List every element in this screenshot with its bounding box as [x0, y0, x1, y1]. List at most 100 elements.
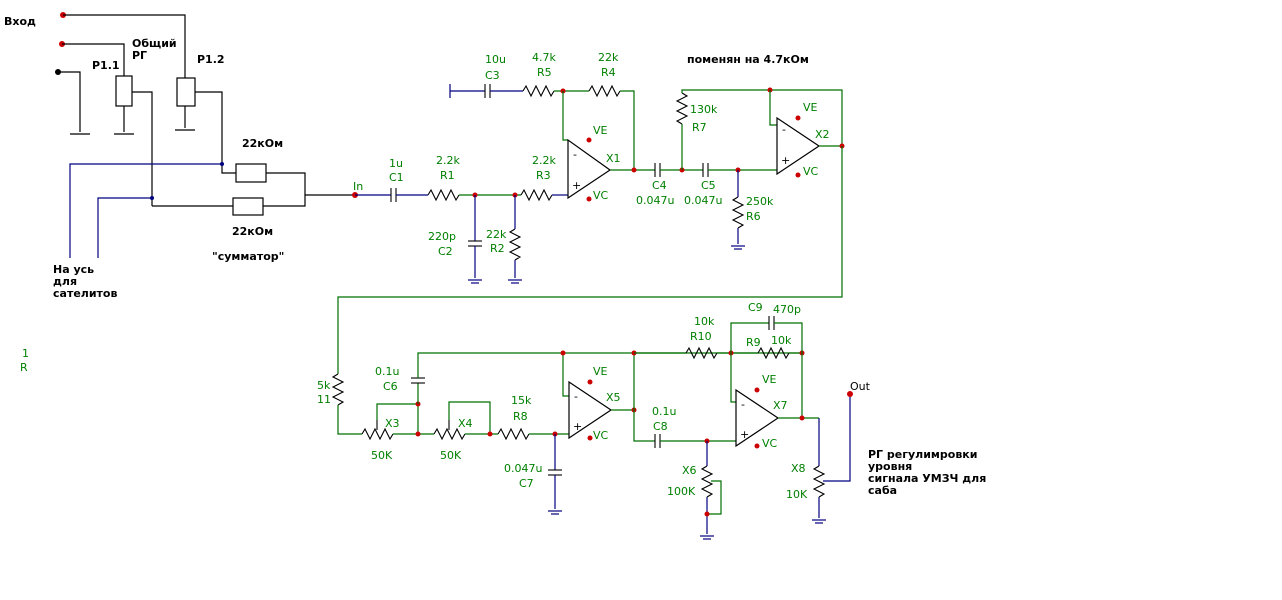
rg-note-line-2: уровня [868, 460, 912, 473]
svg-text:0.1u: 0.1u [375, 365, 399, 378]
r1-resistor [427, 188, 460, 202]
svg-text:250k: 250k [746, 195, 774, 208]
svg-text:VC: VC [803, 165, 819, 178]
svg-text:-: - [574, 390, 578, 403]
svg-text:+: + [740, 428, 749, 441]
svg-text:VE: VE [593, 124, 608, 137]
svg-text:X8: X8 [791, 462, 806, 475]
svg-text:470p: 470p [773, 303, 801, 316]
r22k-top-label: 22кОм [242, 137, 283, 150]
p11-label: P1.1 [92, 59, 120, 72]
svg-text:-: - [782, 123, 786, 136]
svg-text:X1: X1 [606, 152, 621, 165]
svg-text:C3: C3 [485, 69, 500, 82]
svg-text:1u: 1u [389, 157, 403, 170]
svg-text:22k: 22k [486, 228, 507, 241]
svg-text:220p: 220p [428, 230, 456, 243]
svg-text:VE: VE [762, 373, 777, 386]
svg-text:10k: 10k [694, 315, 715, 328]
svg-text:C4: C4 [652, 179, 667, 192]
x5-opamp [568, 380, 613, 440]
svg-text:5k: 5k [317, 379, 331, 392]
svg-text:VC: VC [593, 189, 609, 202]
r7-resistor [675, 92, 689, 125]
rg-note-line-4: саба [868, 484, 897, 497]
svg-text:0.047u: 0.047u [504, 462, 542, 475]
svg-text:C2: C2 [438, 245, 453, 258]
r11-resistor [331, 373, 345, 406]
svg-text:X2: X2 [815, 128, 830, 141]
satellite-label-3: сателитов [53, 287, 117, 300]
r4-note: поменян на 4.7кОм [687, 53, 809, 66]
svg-text:+: + [572, 179, 581, 192]
summator-label: "сумматор" [212, 250, 284, 263]
svg-text:10k: 10k [771, 334, 792, 347]
stage1: In 1u C1 2.2k R1 220p C2 22k R2 [352, 51, 809, 284]
svg-text:+: + [573, 420, 582, 433]
svg-text:R4: R4 [601, 66, 616, 79]
wire-input-p12 [63, 14, 186, 78]
out-label: Out [850, 380, 871, 393]
r9-resistor [757, 346, 790, 360]
svg-text:-: - [573, 148, 577, 161]
wire-p12-wiper [195, 91, 223, 164]
p12-label: P1.2 [197, 53, 225, 66]
r3-resistor [520, 188, 553, 202]
wire-x2-to-stage3 [337, 146, 843, 374]
svg-text:11: 11 [317, 393, 331, 406]
summing-resistor-top [235, 163, 267, 183]
svg-text:R9: R9 [746, 336, 761, 349]
x3-potentiometer [361, 427, 394, 441]
stray-label-r: R [20, 361, 28, 374]
x2-opamp [776, 116, 821, 176]
svg-text:15k: 15k [511, 394, 532, 407]
x7-opamp [735, 388, 780, 448]
svg-text:R10: R10 [690, 330, 712, 343]
rg-note-line-3: сигнала УМЗЧ для [868, 472, 986, 485]
svg-text:2.2k: 2.2k [436, 154, 460, 167]
svg-text:R2: R2 [490, 242, 505, 255]
wire-ground [58, 71, 81, 132]
svg-text:4.7k: 4.7k [532, 51, 556, 64]
rg-note-line-1: РГ регулимровки [868, 448, 977, 461]
svg-text:100K: 100K [667, 485, 696, 498]
svg-text:VC: VC [762, 437, 778, 450]
x6-potentiometer [700, 465, 714, 498]
svg-text:X4: X4 [458, 417, 473, 430]
svg-text:R5: R5 [537, 66, 552, 79]
svg-text:C6: C6 [383, 380, 398, 393]
common-rg-label-2: РГ [132, 49, 147, 62]
svg-text:0.047u: 0.047u [684, 194, 722, 207]
r8-resistor [497, 427, 530, 441]
svg-text:130k: 130k [690, 103, 718, 116]
svg-text:22k: 22k [598, 51, 619, 64]
wire-common-p11 [62, 43, 125, 76]
r22k-bottom-label: 22кОм [232, 225, 273, 238]
out-terminal [847, 391, 853, 397]
p11-potentiometer [115, 75, 133, 107]
input-label: Вход [4, 15, 36, 28]
r5-resistor [522, 84, 555, 98]
input-section: Вход Общий РГ P1.1 P1.2 22кОм [4, 12, 355, 374]
svg-text:50K: 50K [440, 449, 462, 462]
stage3: 5k 11 X3 50K 0.1u C6 X4 50K 15k R8 [317, 350, 802, 515]
r4-resistor [588, 84, 621, 98]
satellite-label-1: На усь [53, 263, 94, 276]
svg-text:2.2k: 2.2k [532, 154, 556, 167]
svg-text:R7: R7 [692, 121, 707, 134]
svg-text:10K: 10K [786, 488, 808, 501]
wire-satellite-1 [69, 163, 222, 258]
in-label: In [353, 180, 363, 193]
wire-p11-wiper [132, 91, 153, 206]
svg-text:C7: C7 [519, 477, 534, 490]
stray-label-1: 1 [22, 347, 29, 360]
x8-potentiometer [812, 465, 826, 498]
x1-opamp [567, 138, 612, 200]
svg-text:+: + [781, 154, 790, 167]
wire-satellite-2 [97, 197, 152, 258]
x4-potentiometer [433, 427, 466, 441]
stage2: C4 0.047u C5 0.047u 130k R7 250k R6 - + … [337, 87, 845, 374]
svg-text:VE: VE [803, 101, 818, 114]
satellite-label-2: для [53, 275, 77, 288]
